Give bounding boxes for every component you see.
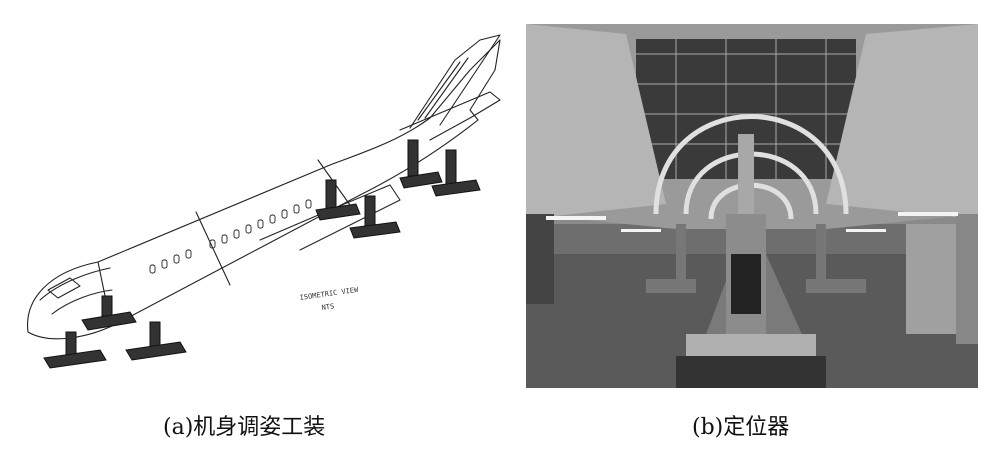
locator-column xyxy=(676,134,826,388)
caption-panel-b: (b)定位器 xyxy=(692,415,790,440)
fuselage-fixture-drawing: ISOMETRIC VIEW NTS xyxy=(0,0,520,400)
positioning-jack xyxy=(125,321,187,361)
cockpit-window xyxy=(47,277,81,299)
cabin-windows xyxy=(149,199,312,274)
locator-photo xyxy=(526,24,978,388)
fuselage-outline xyxy=(27,39,501,340)
positioning-jack xyxy=(431,149,481,197)
vertical-tail xyxy=(409,34,501,129)
drawing-view-sublabel: NTS xyxy=(321,302,335,312)
positioning-jack xyxy=(349,195,401,239)
frame-arch xyxy=(653,114,849,215)
horizontal-stabilizer xyxy=(399,91,501,141)
positioning-jack xyxy=(43,331,107,369)
positioning-jack xyxy=(315,179,361,221)
caption-panel-a: (a)机身调姿工装 xyxy=(163,415,326,440)
positioning-jack xyxy=(81,295,137,331)
drawing-view-label: ISOMETRIC VIEW xyxy=(299,286,359,302)
positioning-jack xyxy=(399,139,443,189)
